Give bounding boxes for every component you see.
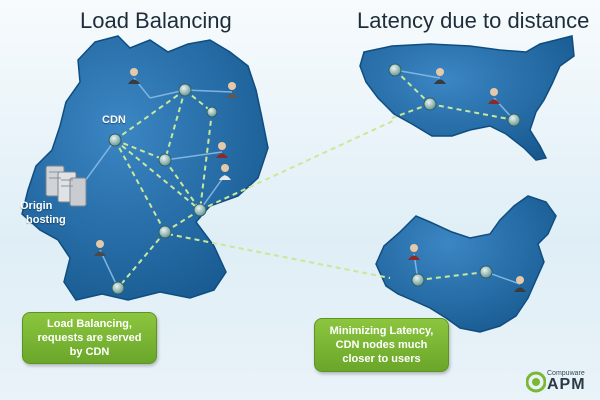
user-icon bbox=[219, 164, 231, 180]
title-latency: Latency due to distance bbox=[357, 8, 590, 33]
user-icon bbox=[226, 82, 238, 98]
cdn-node-icon bbox=[193, 203, 207, 217]
title-load-balancing: Load Balancing bbox=[80, 8, 232, 33]
user-icon bbox=[94, 240, 106, 256]
callout-minimizing-latency: Minimizing Latency, CDN nodes much close… bbox=[314, 318, 449, 372]
origin-servers-icon bbox=[45, 165, 87, 207]
origin-label-line2: hosting bbox=[26, 214, 66, 226]
callout-minimizing-latency-text: Minimizing Latency, CDN nodes much close… bbox=[329, 325, 434, 365]
cdn-node-icon bbox=[158, 225, 172, 239]
china-map bbox=[375, 195, 557, 333]
user-icons bbox=[94, 68, 526, 292]
cdn-node-icon bbox=[158, 153, 172, 167]
long-distance-links bbox=[167, 119, 396, 279]
germany-cdn-links bbox=[114, 89, 213, 289]
user-icon bbox=[216, 142, 228, 158]
user-icon bbox=[488, 88, 500, 104]
cdn-node-icon bbox=[111, 281, 125, 295]
logo-product: APM bbox=[547, 376, 586, 393]
cdn-node-icon bbox=[108, 133, 122, 147]
cdn-node-icon bbox=[178, 83, 192, 97]
origin-label-line1: Origin bbox=[20, 200, 53, 212]
cdn-nodes bbox=[108, 63, 521, 295]
cdn-label: CDN bbox=[102, 114, 126, 126]
cdn-node-icon bbox=[479, 265, 493, 279]
cdn-node-icon bbox=[411, 273, 425, 287]
cdn-node-icon bbox=[423, 97, 437, 111]
apm-logo: Compuware APM bbox=[526, 370, 596, 394]
cdn-node-icon bbox=[206, 106, 218, 118]
cdn-node-icon bbox=[388, 63, 402, 77]
user-icon bbox=[408, 244, 420, 260]
user-icon bbox=[128, 68, 140, 84]
apm-logo-mark-icon bbox=[526, 371, 546, 393]
germany-map bbox=[21, 35, 269, 301]
callout-load-balancing: Load Balancing, requests are served by C… bbox=[22, 312, 157, 364]
user-icon bbox=[514, 276, 526, 292]
callout-load-balancing-text: Load Balancing, requests are served by C… bbox=[37, 318, 142, 358]
user-icon bbox=[434, 68, 446, 84]
logo-company: Compuware bbox=[547, 370, 585, 377]
usa-map bbox=[359, 35, 575, 161]
cdn-node-icon bbox=[507, 113, 521, 127]
link-germany-china bbox=[167, 233, 391, 279]
